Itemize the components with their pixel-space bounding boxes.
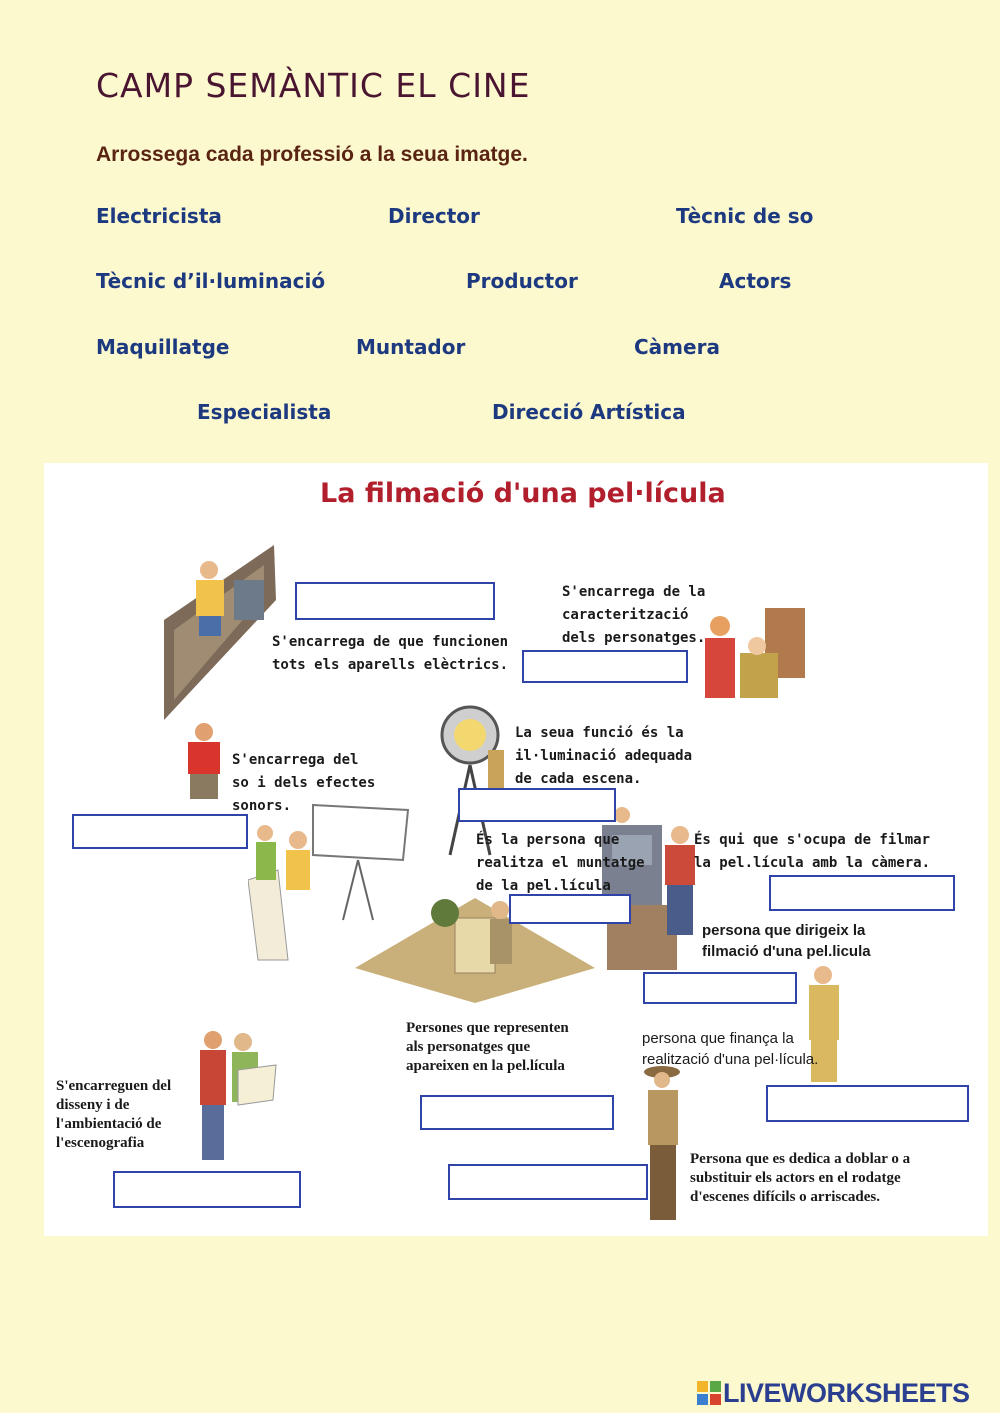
word-director[interactable]: Director (388, 204, 480, 228)
desc-director: persona que dirigeix la filmació d'una p… (702, 922, 871, 960)
camera-operator-illustration (665, 826, 695, 935)
brand: LIVEWORKSHEETS (697, 1378, 970, 1408)
word-tecnic-illuminacio[interactable]: Tècnic d’il·luminació (96, 269, 326, 293)
drop-box-specialist[interactable] (448, 1164, 648, 1200)
word-maquillatge[interactable]: Maquillatge (96, 335, 230, 359)
liveworksheets-logo-icon (697, 1381, 721, 1405)
drop-box-camera[interactable] (769, 875, 955, 911)
lighting-illustration (440, 705, 504, 856)
sound-tech-illustration (188, 723, 220, 799)
word-tecnic-de-so[interactable]: Tècnic de so (676, 204, 814, 228)
desc-specialist: Persona que es dedica a doblar o a subst… (690, 1151, 911, 1205)
art-direction-illustration (248, 803, 410, 961)
desc-lighting: La seua funció és la il·luminació adequa… (515, 725, 693, 787)
word-electricista[interactable]: Electricista (96, 204, 222, 228)
panel-title: La filmació d'una pel·lícula (320, 478, 726, 509)
desc-actors: Persones que representen als personatges… (406, 1020, 569, 1074)
word-especialista[interactable]: Especialista (197, 400, 332, 424)
producer-illustration (809, 966, 839, 1082)
brand-text: LIVEWORKSHEETS (723, 1377, 970, 1408)
word-productor[interactable]: Productor (466, 269, 578, 293)
drop-box-editor[interactable] (509, 894, 631, 924)
drop-box-electrician[interactable] (295, 582, 495, 620)
actors-illustration (355, 898, 595, 1003)
desc-art-direction: S'encarreguen del disseny i de l'ambient… (56, 1078, 172, 1151)
drop-box-producer[interactable] (766, 1085, 969, 1122)
electrician-illustration (164, 545, 276, 720)
instruction-text: Arrossega cada professió a la seua imatg… (96, 143, 528, 166)
drop-box-actors[interactable] (420, 1095, 614, 1130)
drop-box-art-direction[interactable] (113, 1171, 301, 1208)
desc-editor: És la persona que realitza el muntatge d… (476, 832, 645, 894)
makeup-illustration (705, 608, 805, 698)
desc-electrician: S'encarrega de que funcionen tots els ap… (272, 634, 509, 673)
page-title: CAMP SEMÀNTIC EL CINE (96, 66, 531, 105)
desc-producer: persona que finança la realització d'una… (642, 1030, 819, 1068)
desc-sound: S'encarrega del so i dels efectes sonors… (232, 752, 376, 814)
drop-box-sound[interactable] (72, 814, 248, 849)
word-camera[interactable]: Càmera (634, 335, 720, 359)
word-actors[interactable]: Actors (719, 269, 792, 293)
stuntman-illustration (644, 1066, 680, 1220)
drop-box-director[interactable] (643, 972, 797, 1004)
drop-box-lighting[interactable] (458, 788, 616, 822)
desc-makeup: S'encarrega de la caracterització dels p… (562, 584, 706, 646)
art-directors-illustration (200, 1031, 277, 1160)
desc-camera: És qui que s'ocupa de filmar la pel.lícu… (694, 832, 931, 871)
word-muntador[interactable]: Muntador (356, 335, 466, 359)
drop-box-makeup[interactable] (522, 650, 688, 683)
word-direccio-artistica[interactable]: Direcció Artística (492, 400, 686, 424)
